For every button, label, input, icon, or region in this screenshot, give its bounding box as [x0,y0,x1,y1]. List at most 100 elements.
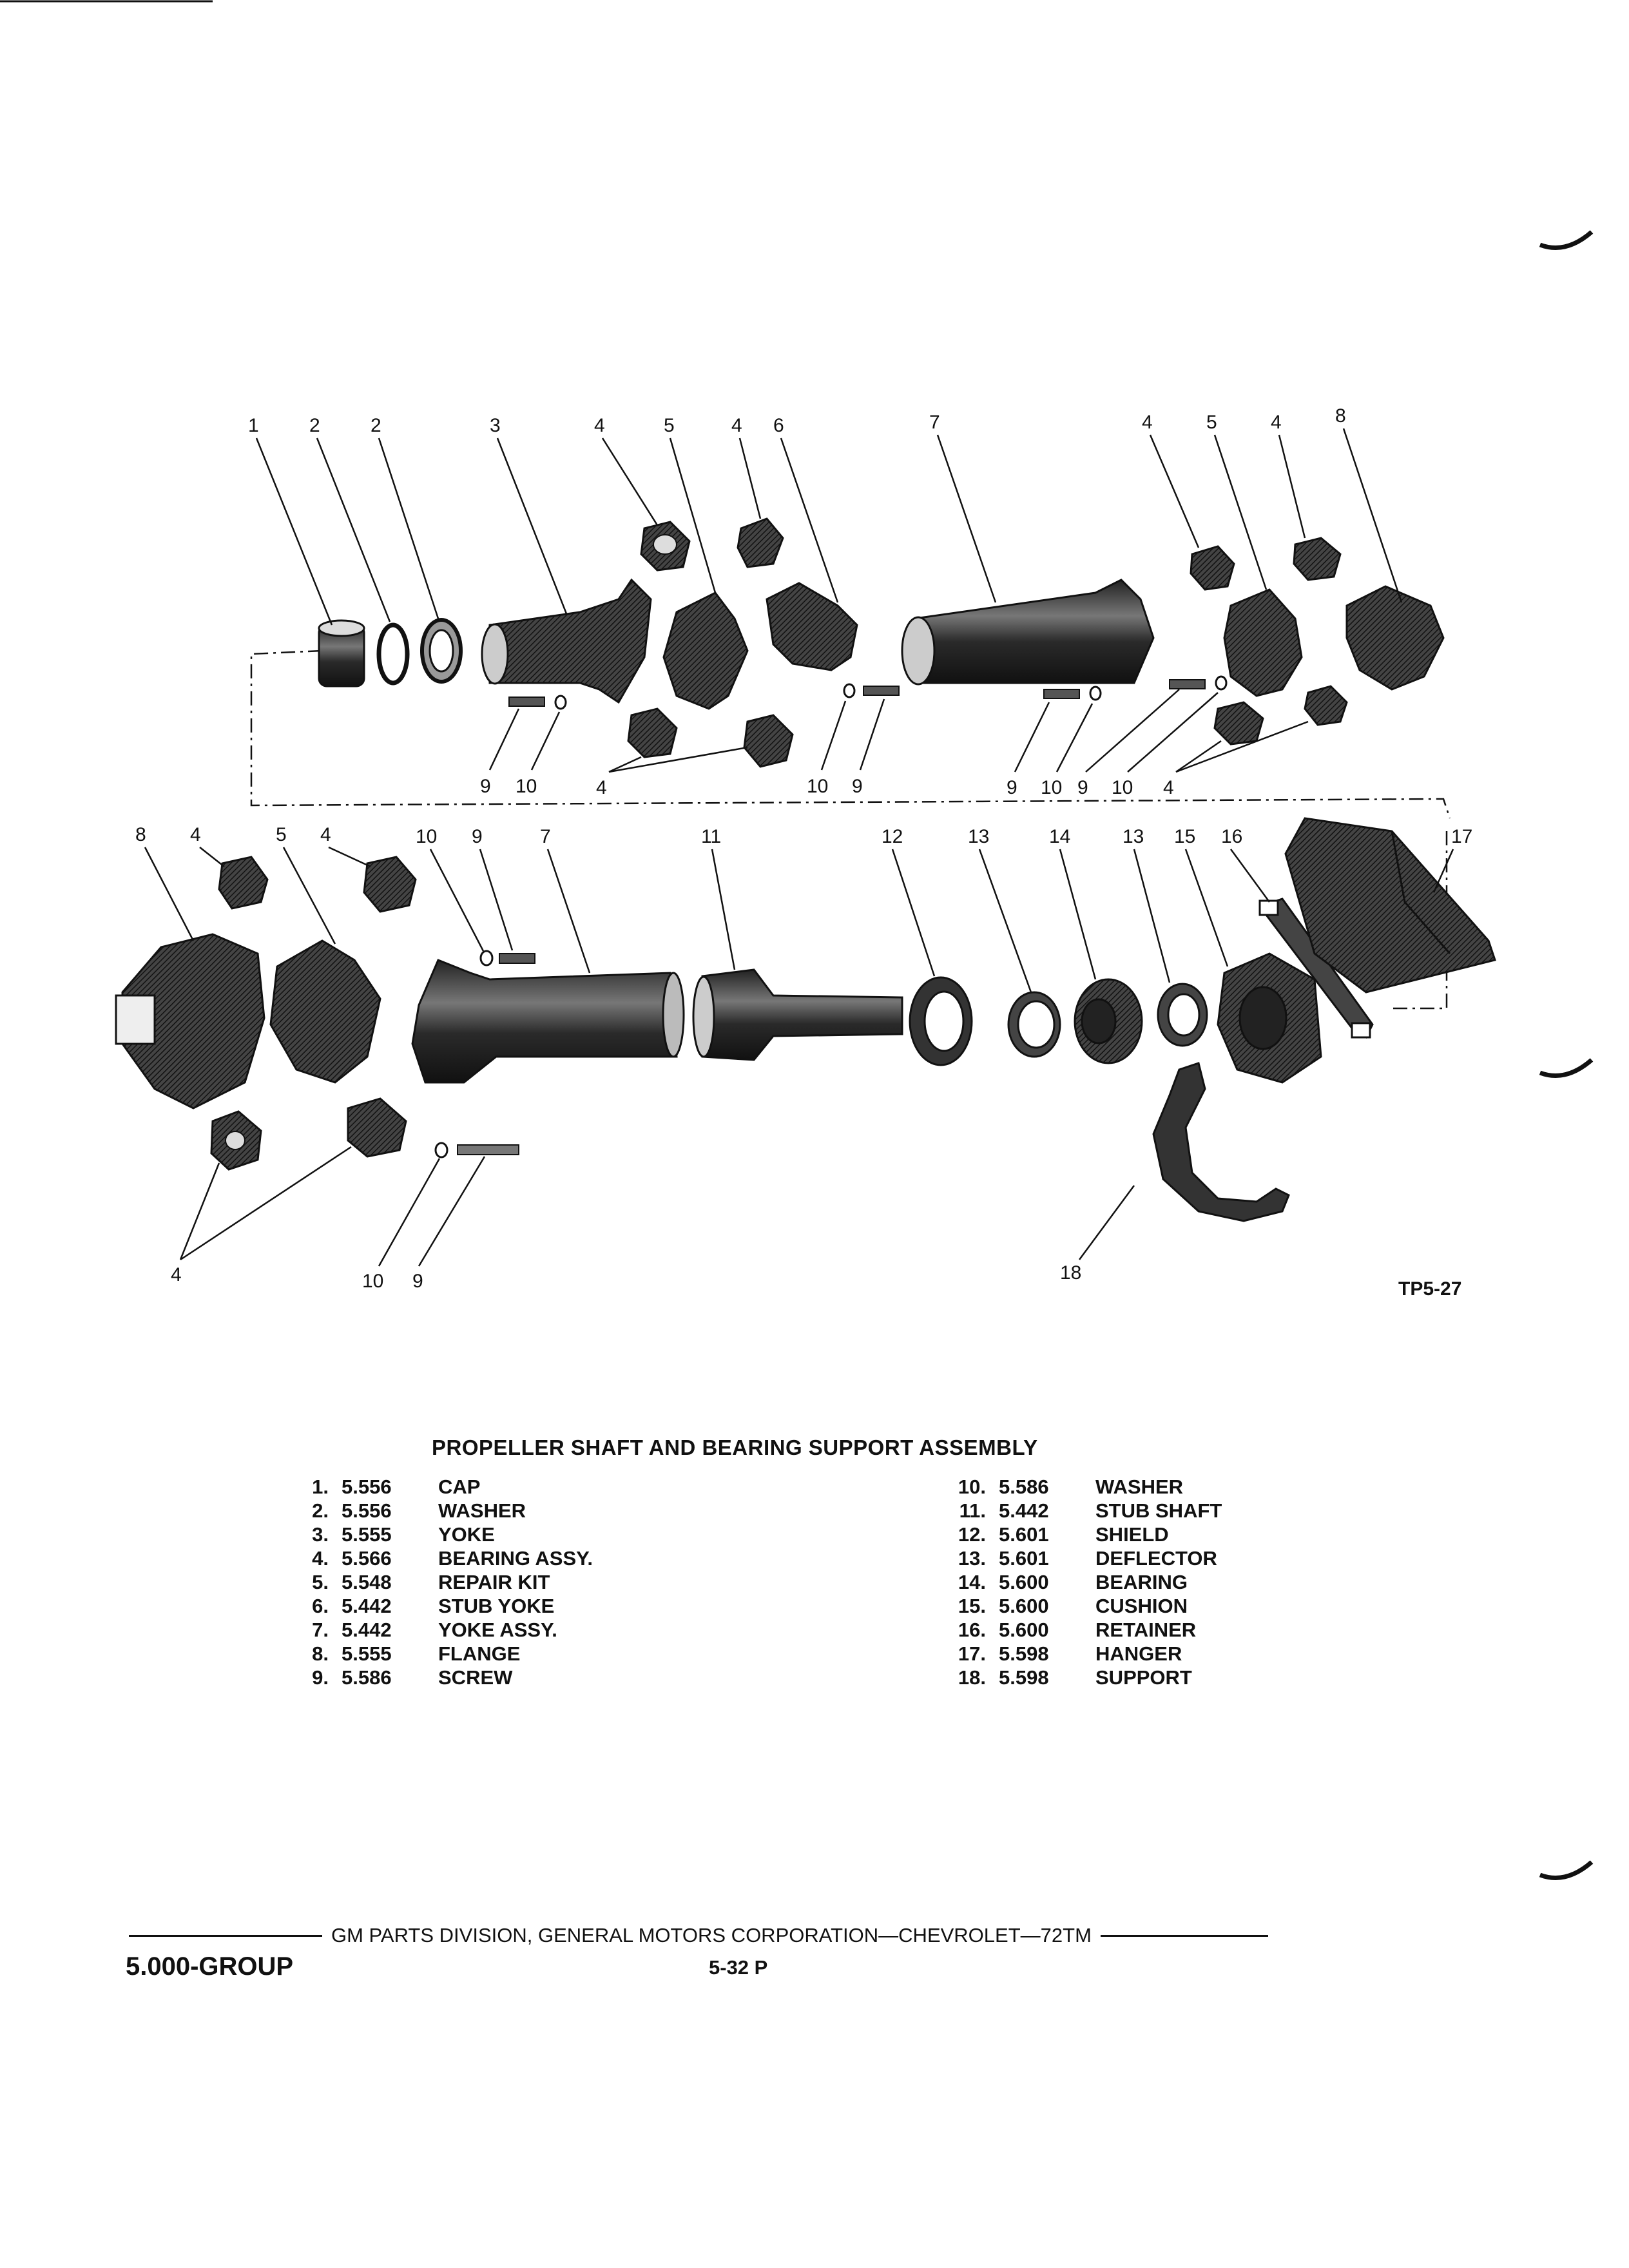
page-number: 5-32 P [709,1956,768,1979]
part-8-flange [1345,585,1445,691]
part-description: BEARING ASSY. [438,1547,593,1570]
part-7-yoke-assy [901,579,1155,686]
group-number: 5.548 [342,1571,392,1593]
group-number: 5.566 [342,1547,392,1570]
group-number: 5.586 [342,1666,392,1689]
part-description: SHIELD [1095,1523,1169,1546]
part-number: 11. [959,1499,986,1522]
callout-label: 3 [490,415,501,436]
part-15-cushion [1217,952,1322,1084]
part-description: STUB YOKE [438,1595,555,1617]
part-1-cap [318,619,365,687]
part-9-screw [1043,689,1080,699]
callout-label: 4 [596,777,607,798]
callout-label: 9 [852,776,863,797]
group-number: 5.598 [999,1642,1049,1665]
part-number: 8. [312,1642,329,1665]
part-number: 5. [312,1571,329,1593]
group-number: 5.442 [342,1595,392,1617]
part-number: 1. [312,1475,329,1498]
group-number: 5.600 [999,1595,1049,1617]
part-number: 3. [312,1523,329,1546]
callout-label: 4 [594,415,605,436]
part-9-screw [863,686,900,696]
part-10-washer [843,683,856,698]
part-number: 2. [312,1499,329,1522]
callout-label: 8 [1335,405,1346,427]
part-4-bearing [347,1097,407,1158]
callout-label: 10 [416,826,437,847]
callout-label: 6 [773,415,784,436]
group-number: 5.601 [999,1547,1049,1570]
parts-list-row: 12. 5.601 SHIELD [941,1523,1222,1547]
group-number: 5.442 [342,1619,392,1641]
callout-label: 7 [929,412,940,433]
part-description: YOKE ASSY. [438,1619,557,1641]
part-18-support [1152,1062,1290,1222]
callout-label: 8 [135,824,146,845]
part-10-washer [554,695,567,710]
callout-label: 16 [1221,826,1242,847]
callout-labels: 1 2 2 3 4 5 4 6 7 4 5 4 8 9 10 4 10 9 9 … [135,405,1472,1300]
part-number: 10. [958,1475,986,1498]
callout-label: 4 [171,1264,182,1285]
group-number: 5.598 [999,1666,1049,1689]
group-number: 5.556 [342,1499,392,1522]
callout-label: 5 [664,415,675,436]
callout-label: 12 [882,826,903,847]
callout-label: 17 [1451,826,1472,847]
part-4-bearing [743,714,794,768]
part-description: FLANGE [438,1642,521,1665]
part-number: 17. [958,1642,986,1665]
parts-list-row: 18. 5.598 SUPPORT [941,1666,1222,1690]
part-6-stub-yoke [766,582,858,671]
part-description: SUPPORT [1095,1666,1192,1689]
binding-mark [1539,1860,1594,1880]
section-label: 5.000-GROUP [126,1952,294,1981]
callout-label: 4 [1163,777,1174,798]
parts-list-title: PROPELLER SHAFT AND BEARING SUPPORT ASSE… [432,1436,1038,1459]
part-number: 12. [958,1523,986,1546]
footer-publisher-line: GM PARTS DIVISION, GENERAL MOTORS CORPOR… [129,1924,1373,1947]
part-description: WASHER [438,1499,526,1522]
callout-label: 13 [1123,826,1144,847]
part-number: 13. [958,1547,986,1570]
part-4-bearing [1190,545,1235,591]
part-description: STUB SHAFT [1095,1499,1222,1522]
callout-label: 5 [276,824,287,845]
callout-label: 2 [309,415,320,436]
part-4-bearing [640,521,691,572]
part-9-screw [508,697,545,707]
callout-label: 9 [480,776,491,797]
group-number: 5.586 [999,1475,1049,1498]
part-number: 18. [958,1666,986,1689]
part-number: 15. [958,1595,986,1617]
callout-label: 10 [807,776,828,797]
part-description: DEFLECTOR [1095,1547,1217,1570]
part-description: WASHER [1095,1475,1184,1498]
binding-mark [1539,1058,1594,1078]
leader-lines [144,428,1454,1267]
part-description: BEARING [1095,1571,1188,1593]
part-16-retainer [1258,898,1374,1039]
callout-label: 10 [516,776,537,797]
callout-label: 9 [412,1271,423,1292]
part-number: 7. [312,1619,329,1641]
part-4-bearing [1213,701,1264,745]
part-10-washer [1089,686,1102,701]
callout-label: 5 [1206,412,1217,433]
callout-label: 18 [1060,1262,1081,1283]
group-number: 5.601 [999,1523,1049,1546]
part-9-screw [499,953,535,964]
part-description: HANGER [1095,1642,1182,1665]
part-13-deflector [1157,983,1208,1047]
part-9-screw [1169,679,1206,689]
parts-list-row: 7. 5.442 YOKE ASSY. [284,1619,593,1642]
callout-label: 4 [320,824,331,845]
